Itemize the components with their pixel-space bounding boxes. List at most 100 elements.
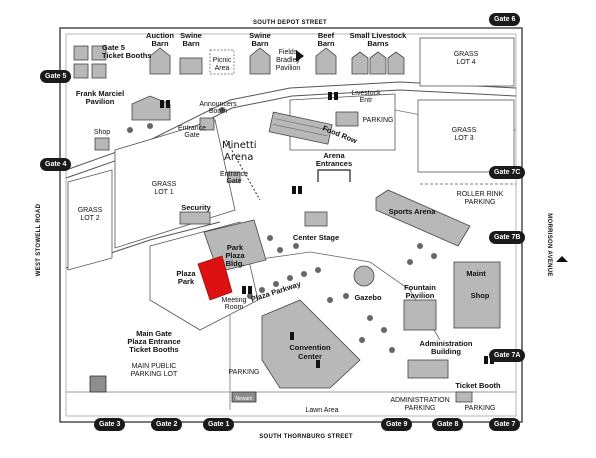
inner-boundary <box>65 33 517 417</box>
label-main-gate-1: Main Gate <box>136 329 172 338</box>
gate-3-badge[interactable]: Gate 3 <box>94 418 126 431</box>
label-meeting-2: Room <box>225 304 244 311</box>
gate-2-badge[interactable]: Gate 2 <box>151 418 183 431</box>
gate-6-badge[interactable]: Gate 6 <box>489 13 521 26</box>
label-meeting-1: Meeting <box>222 297 247 304</box>
gate-7b-badge[interactable]: Gate 7B <box>489 231 526 244</box>
fountain-pavilion <box>403 299 437 331</box>
label-gate5-ticket-2: Ticket Booths <box>102 51 151 60</box>
label-admin-parking-2: PARKING <box>405 405 436 412</box>
main-gate-sign-structure <box>89 375 107 393</box>
ticket-booth-gate5-c <box>73 63 89 79</box>
label-main-gate-2: Plaza Entrance <box>127 337 180 346</box>
label-fountain-1: Fountain <box>404 283 436 292</box>
label-entrance-gate2-2: Gate <box>226 178 241 185</box>
label-gazebo: Gazebo <box>354 293 382 302</box>
label-maint-1: Maint <box>466 269 486 278</box>
street-west: WEST STOWELL ROAD <box>36 203 42 276</box>
label-plaza-park-1: Plaza <box>176 269 196 278</box>
label-gate5-ticket-1: Gate 5 <box>102 43 125 52</box>
label-minetti-2: Arena <box>224 152 253 163</box>
label-main-public-1: MAIN PUBLIC <box>132 363 177 370</box>
label-grass3-1: GRASS <box>452 127 477 134</box>
gate-9-badge[interactable]: Gate 9 <box>381 418 413 431</box>
newark-sign <box>231 391 257 403</box>
label-small-1: Small Livestock <box>350 31 408 40</box>
label-announcers-2: Booth <box>209 108 227 115</box>
label-fields-1: Fields <box>279 49 298 56</box>
label-plaza-park-2: Park <box>178 277 195 286</box>
label-announcers-1: Announcers <box>199 101 237 108</box>
label-auction-1: Auction <box>146 31 174 40</box>
label-swine2-1: Swine <box>249 31 271 40</box>
label-swine2-2: Barn <box>251 39 269 48</box>
label-roller-1: ROLLER RINK <box>457 191 504 198</box>
announcers-booth <box>199 117 215 131</box>
label-roller-2: PARKING <box>465 199 496 206</box>
label-shop: Shop <box>94 129 110 136</box>
label-main-gate-3: Ticket Booths <box>129 345 178 354</box>
label-swine1-2: Barn <box>182 39 200 48</box>
label-park-plaza-3: Bldg. <box>226 259 245 268</box>
entrance-gate-booth <box>227 171 241 183</box>
label-frank-1: Frank Marciel <box>76 89 124 98</box>
gate-7c-badge[interactable]: Gate 7C <box>489 166 526 179</box>
label-sports-arena: Sports Arena <box>389 207 437 216</box>
maint-shop <box>453 261 501 329</box>
sports-arena <box>375 189 471 247</box>
grass-lot-2 <box>67 169 113 271</box>
label-grass4-2: LOT 4 <box>456 59 475 66</box>
label-grass4-1: GRASS <box>454 51 479 58</box>
label-entrance-gate1-1: Entrance <box>178 125 206 132</box>
small-livestock-barn-1 <box>351 51 369 75</box>
label-admin-1: Administration <box>420 339 473 348</box>
label-maint-2: Shop <box>471 291 490 300</box>
label-admin-parking-1: ADMINISTRATION <box>390 397 449 404</box>
gate-4-badge[interactable]: Gate 4 <box>40 158 72 171</box>
label-parking-right: PARKING <box>465 405 496 412</box>
gate-7-badge[interactable]: Gate 7 <box>489 418 521 431</box>
label-entrance-gate2-1: Entrance <box>220 171 248 178</box>
gate-7a-badge[interactable]: Gate 7A <box>489 349 526 362</box>
ticket-booth-gate5-a <box>73 45 89 61</box>
north-arrow-icon <box>556 256 568 262</box>
arena-fence <box>225 139 261 201</box>
label-park-plaza-2: Plaza <box>225 251 245 260</box>
label-grass3-2: LOT 3 <box>454 135 473 142</box>
gazebo <box>353 265 375 287</box>
small-livestock-barn-2 <box>369 51 387 75</box>
gate-5-badge[interactable]: Gate 5 <box>40 70 72 83</box>
livestock-entrance-building <box>335 111 359 127</box>
label-parking-top: PARKING <box>363 117 394 124</box>
center-stage <box>304 211 328 227</box>
grass-lot-3 <box>417 99 515 173</box>
label-park-plaza-1: Park <box>227 243 244 252</box>
label-grass2-1: GRASS <box>78 207 103 214</box>
label-grass2-2: LOT 2 <box>80 215 99 222</box>
label-swine1-1: Swine <box>180 31 202 40</box>
label-fields-2: Bradley <box>276 57 300 64</box>
gate-8-badge[interactable]: Gate 8 <box>432 418 464 431</box>
label-fountain-2: Pavilion <box>406 291 435 300</box>
label-arena-ent-2: Entrances <box>316 159 352 168</box>
label-parking-mid: PARKING <box>229 369 260 376</box>
label-fields-3: Pavilion <box>276 65 301 72</box>
ticket-booth-gate5-b <box>91 45 107 61</box>
label-grass1-2: LOT 1 <box>154 189 173 196</box>
small-livestock-barn-3 <box>387 51 405 75</box>
street-north: SOUTH DEPOT STREET <box>253 20 327 26</box>
arena-entrances-arch <box>317 169 351 182</box>
label-frank-2: Pavilion <box>86 97 115 106</box>
tree-group <box>127 107 437 353</box>
label-center-stage: Center Stage <box>293 233 339 242</box>
label-beef-1: Beef <box>318 31 335 40</box>
label-convention-2: Center <box>298 352 322 361</box>
gate-1-badge[interactable]: Gate 1 <box>203 418 235 431</box>
label-small-2: Barns <box>367 39 388 48</box>
newark-sign-label: Newark <box>236 396 253 402</box>
label-main-public-2: PARKING LOT <box>131 371 178 378</box>
label-livestock-2: Entr <box>360 97 374 104</box>
label-security: Security <box>181 203 211 212</box>
label-auction-2: Barn <box>151 39 169 48</box>
